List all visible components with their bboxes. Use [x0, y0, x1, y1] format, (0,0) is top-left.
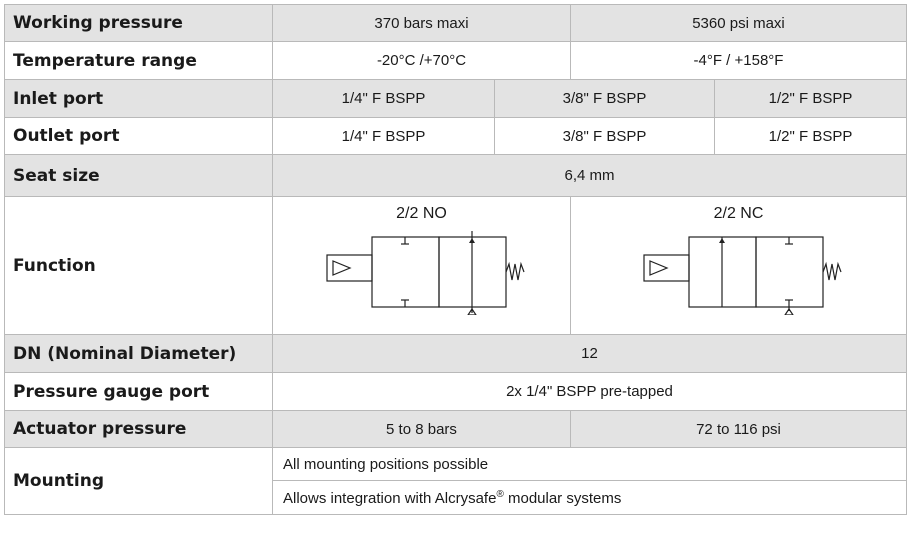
specifications-table: Working pressure 370 bars maxi 5360 psi … [4, 4, 907, 515]
value-temperature-fahrenheit: -4°F / +158°F [570, 41, 907, 80]
value-inlet-port-3: 1/2" F BSPP [714, 79, 907, 118]
row-function: Function 2/2 NO [4, 196, 907, 335]
value-mounting-positions: All mounting positions possible [272, 447, 907, 481]
value-inlet-port-1: 1/4" F BSPP [272, 79, 495, 118]
value-working-pressure-psi: 5360 psi maxi [570, 4, 907, 42]
label-working-pressure: Working pressure [4, 4, 273, 42]
value-outlet-port-1: 1/4" F BSPP [272, 117, 495, 155]
valve-no-symbol-icon [325, 231, 525, 315]
row-seat-size: Seat size 6,4 mm [4, 154, 907, 197]
mounting-integration-text: Allows integration with Alcrysafe [283, 489, 497, 507]
row-actuator-pressure: Actuator pressure 5 to 8 bars 72 to 116 … [4, 410, 907, 448]
label-temperature-range: Temperature range [4, 41, 273, 80]
function-no-cell: 2/2 NO [272, 196, 571, 335]
label-outlet-port: Outlet port [4, 117, 273, 155]
value-actuator-pressure-psi: 72 to 116 psi [570, 410, 907, 448]
label-function: Function [4, 196, 273, 335]
label-inlet-port: Inlet port [4, 79, 273, 118]
function-nc-label: 2/2 NC [713, 205, 764, 222]
label-seat-size: Seat size [4, 154, 273, 197]
row-outlet-port: Outlet port 1/4" F BSPP 3/8" F BSPP 1/2"… [4, 117, 907, 155]
value-outlet-port-2: 3/8" F BSPP [494, 117, 715, 155]
value-dn: 12 [272, 334, 907, 373]
registered-mark: ® [496, 488, 504, 500]
row-working-pressure: Working pressure 370 bars maxi 5360 psi … [4, 4, 907, 42]
label-dn: DN (Nominal Diameter) [4, 334, 273, 373]
value-actuator-pressure-bar: 5 to 8 bars [272, 410, 571, 448]
value-inlet-port-2: 3/8" F BSPP [494, 79, 715, 118]
row-dn: DN (Nominal Diameter) 12 [4, 334, 907, 373]
value-mounting-integration: Allows integration with Alcrysafe® modul… [272, 480, 907, 515]
function-nc-cell: 2/2 NC [570, 196, 907, 335]
row-mounting-2: Allows integration with Alcrysafe® modul… [5, 480, 907, 515]
row-gauge-port: Pressure gauge port 2x 1/4" BSPP pre-tap… [4, 372, 907, 411]
value-outlet-port-3: 1/2" F BSPP [714, 117, 907, 155]
mounting-integration-suffix: modular systems [503, 489, 622, 507]
label-gauge-port: Pressure gauge port [4, 372, 273, 411]
value-seat-size: 6,4 mm [272, 154, 907, 197]
row-inlet-port: Inlet port 1/4" F BSPP 3/8" F BSPP 1/2" … [4, 79, 907, 118]
valve-nc-symbol-icon [642, 236, 842, 315]
label-actuator-pressure: Actuator pressure [4, 410, 273, 448]
row-temperature-range: Temperature range -20°C /+70°C -4°F / +1… [4, 41, 907, 80]
function-no-label: 2/2 NO [396, 205, 447, 222]
row-mounting-1: Mounting All mounting positions possible [4, 447, 907, 515]
value-working-pressure-bar: 370 bars maxi [272, 4, 571, 42]
label-mounting: Mounting [4, 447, 273, 515]
value-gauge-port: 2x 1/4" BSPP pre-tapped [272, 372, 907, 411]
value-temperature-celsius: -20°C /+70°C [272, 41, 571, 80]
